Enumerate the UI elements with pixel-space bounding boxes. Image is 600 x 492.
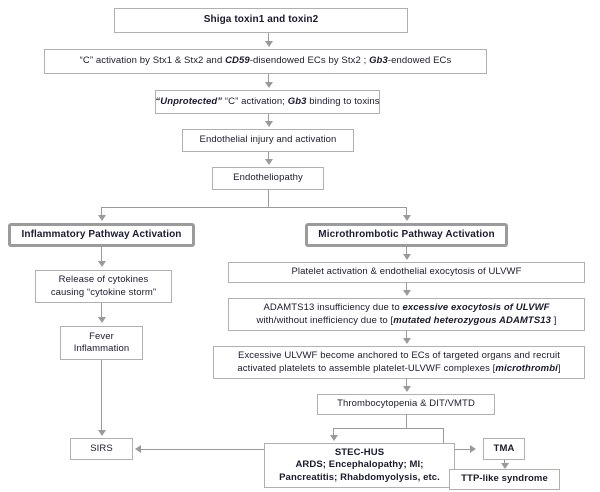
node-ttp-like-syndrome: TTP-like syndrome [449, 469, 560, 490]
node-cytokine-release-line1: Release of cytokines [58, 274, 149, 286]
arrow-to-tma [470, 445, 476, 453]
node-inflammatory-pathway-label: Inflammatory Pathway Activation [21, 228, 182, 240]
node-c-activation-label: “C” activation by Stx1 & Stx2 and CD59-d… [79, 55, 452, 67]
connector-split-to-tma-horizontal [443, 449, 471, 450]
node-inflammatory-pathway: Inflammatory Pathway Activation [8, 223, 195, 247]
node-stec-hus-line2: ARDS; Encephalopathy; MI; [295, 459, 424, 471]
connector-excessive-to-thrombocytopenia [406, 379, 407, 388]
node-stec-hus-line3: Pancreatitis; Rhabdomyolysis, etc. [279, 471, 440, 483]
arrow-cytokines-to-fever [98, 317, 106, 323]
arrow-to-stec-hus [330, 435, 338, 441]
node-fever-inflammation-line1: Fever [89, 330, 114, 342]
arrow-to-microthrombotic-pathway [403, 215, 411, 221]
connector-inflammatory-to-cytokines [101, 247, 102, 264]
node-shiga-toxin: Shiga toxin1 and toxin2 [114, 8, 408, 33]
connector-fever-to-sirs [101, 360, 102, 432]
node-endothelial-injury-label: Endothelial injury and activation [199, 134, 337, 146]
node-unprotected-activation-label: “Unprotected” “C” activation; Gb3 bindin… [155, 95, 380, 107]
node-adamts13-line2: with/without inefficiency due to [mutate… [256, 314, 557, 326]
connector-endotheliopathy-stem [268, 190, 269, 208]
connector-tma-to-ttp [504, 460, 505, 465]
arrow-excessive-to-thrombocytopenia [403, 386, 411, 392]
arrow-fever-to-sirs [98, 430, 106, 436]
connector-split-left [101, 207, 102, 217]
node-thrombocytopenia: Thrombocytopenia & DIT/VMTD [317, 394, 495, 415]
connector-c-to-unprotected [268, 74, 269, 84]
node-endotheliopathy: Endotheliopathy [212, 167, 324, 190]
connector-adamts13-to-excessive [406, 331, 407, 340]
node-c-activation: “C” activation by Stx1 & Stx2 and CD59-d… [44, 49, 487, 74]
connector-injury-to-endotheliopathy [268, 152, 269, 161]
connector-split-to-stechus [333, 428, 334, 437]
node-endotheliopathy-label: Endotheliopathy [233, 172, 303, 184]
node-sirs-label: SIRS [90, 442, 113, 454]
node-cytokine-release: Release of cytokines causing “cytokine s… [35, 270, 172, 303]
arrow-injury-to-endotheliopathy [265, 159, 273, 165]
connector-microthrombotic-to-platelet [406, 247, 407, 256]
node-stec-hus: STEC-HUS ARDS; Encephalopathy; MI; Pancr… [264, 443, 455, 488]
arrow-to-inflammatory-pathway [98, 215, 106, 221]
node-unprotected-activation: “Unprotected” “C” activation; Gb3 bindin… [155, 90, 380, 114]
arrow-microthrombotic-to-platelet [403, 254, 411, 260]
node-thrombocytopenia-label: Thrombocytopenia & DIT/VMTD [337, 398, 475, 410]
node-fever-inflammation-line2: Inflammation [73, 343, 130, 354]
node-tma: TMA [483, 438, 525, 460]
connector-split-right [406, 207, 407, 217]
node-adamts13-line1: ADAMTS13 insufficiency due to excessive … [263, 302, 550, 314]
arrow-c-to-unprotected [265, 82, 273, 88]
node-microthrombotic-pathway-label: Microthrombotic Pathway Activation [318, 228, 495, 240]
node-adamts13-insufficiency: ADAMTS13 insufficiency due to excessive … [228, 298, 585, 331]
arrow-unprotected-to-injury [265, 121, 273, 127]
node-cytokine-release-line2: causing “cytokine storm” [50, 286, 157, 298]
node-sirs: SIRS [70, 438, 133, 460]
node-platelet-activation-label: Platelet activation & endothelial exocyt… [291, 266, 522, 278]
node-microthrombotic-pathway: Microthrombotic Pathway Activation [305, 223, 508, 247]
node-ttp-like-syndrome-label: TTP-like syndrome [461, 473, 548, 485]
arrow-shiga-to-c [265, 41, 273, 47]
connector-shiga-to-c [268, 33, 269, 43]
node-tma-label: TMA [493, 442, 515, 454]
node-platelet-activation: Platelet activation & endothelial exocyt… [228, 262, 585, 283]
arrow-adamts13-to-excessive [403, 338, 411, 344]
connector-pathway-split-bar [101, 207, 407, 208]
arrow-inflammatory-to-cytokines [98, 261, 106, 267]
arrow-stechus-to-sirs [135, 445, 141, 453]
connector-split-to-tma-vertical [443, 428, 444, 449]
arrow-platelet-to-adamts13 [403, 290, 411, 296]
connector-thrombocytopenia-stem [406, 415, 407, 429]
node-stec-hus-line1: STEC-HUS [334, 447, 385, 459]
connector-outcome-split-bar [333, 428, 443, 429]
node-excessive-ulvwf: Excessive ULVWF become anchored to ECs o… [213, 346, 585, 379]
node-shiga-toxin-label: Shiga toxin1 and toxin2 [203, 14, 319, 26]
connector-cytokines-to-fever [101, 303, 102, 320]
node-excessive-ulvwf-line2: activated platelets to assemble platelet… [237, 362, 561, 374]
connector-platelet-to-adamts13 [406, 283, 407, 292]
connector-unprotected-to-injury [268, 114, 269, 123]
node-fever-inflammation: Fever Inflammation [60, 326, 143, 360]
arrow-tma-to-ttp [501, 463, 509, 469]
node-endothelial-injury: Endothelial injury and activation [182, 129, 354, 152]
connector-stechus-to-sirs [141, 449, 265, 450]
node-excessive-ulvwf-line1: Excessive ULVWF become anchored to ECs o… [238, 350, 560, 362]
